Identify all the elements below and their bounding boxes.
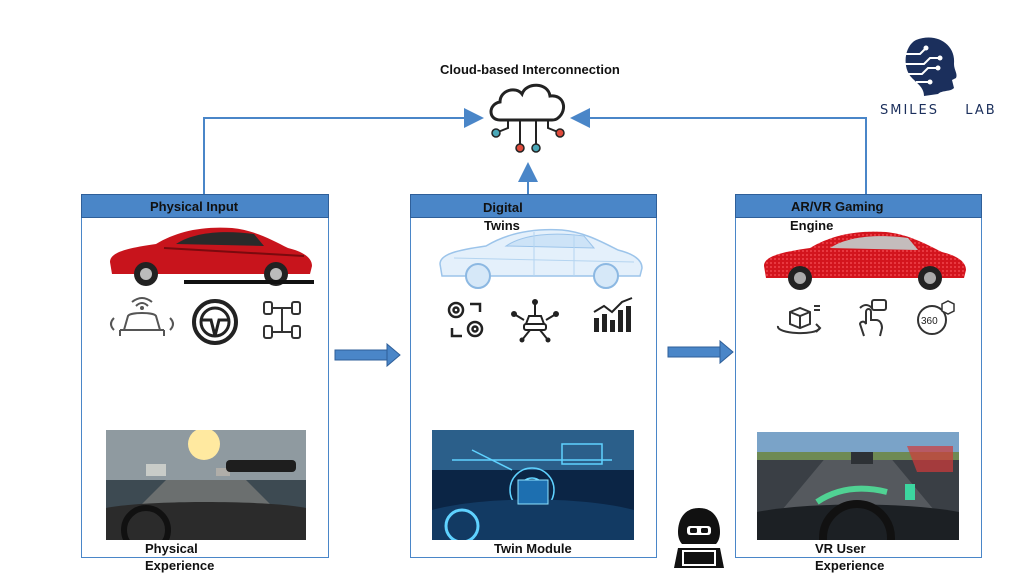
- gear-sync-icon: [447, 301, 484, 338]
- panel-title-line-2: Twins: [484, 218, 520, 233]
- panel-title-line-1: AR/VR Gaming: [791, 199, 884, 214]
- arrow-physical-to-cloud: [203, 108, 484, 194]
- arrow-engine-to-cloud: [570, 108, 867, 194]
- logo-word-2: LAB: [965, 103, 997, 118]
- svg-text:360: 360: [921, 316, 938, 327]
- touch-hand-icon: [858, 299, 887, 337]
- 3d-rotate-icon: [777, 305, 822, 334]
- dashboard-driving-photo: [106, 430, 306, 540]
- car-sensor-icon: [110, 297, 174, 336]
- caption-line-1: VR User: [815, 541, 866, 556]
- blue-wireframe-car: [439, 228, 643, 289]
- caption-line-2: Experience: [815, 558, 885, 573]
- hacker-icon: [674, 508, 724, 568]
- caption-line-1: Physical: [145, 541, 198, 556]
- steering-wheel-icon: [192, 299, 238, 345]
- pixelated-red-car: [764, 231, 966, 290]
- panel-header: Digital: [410, 194, 657, 218]
- bar-chart-icon: [593, 297, 633, 332]
- panel-header: Physical Input: [81, 194, 329, 218]
- logo-text: SMILES LAB: [880, 103, 997, 118]
- caption-twin-module: Twin Module: [494, 541, 572, 556]
- cloud-network-icon: [489, 83, 566, 153]
- caption-line-2: Experience: [145, 558, 215, 573]
- caption-physical-experience: Physical Experience: [145, 540, 214, 574]
- ar-hud-driving-photo: [757, 432, 959, 540]
- chassis-axle-icon: [263, 301, 301, 339]
- cloud-title: Cloud-based Interconnection: [440, 62, 620, 77]
- caption-vr-user-experience: VR User Experience: [815, 540, 884, 574]
- panel-title-line-1: Digital: [483, 200, 523, 215]
- flow-arrow-2: [667, 339, 734, 365]
- brain-circuit-head-icon: [904, 37, 957, 96]
- connected-car-icon: [511, 299, 559, 343]
- panel-header: AR/VR Gaming: [735, 194, 982, 218]
- panel-title-line-2: Engine: [790, 218, 834, 233]
- flow-arrow-1: [334, 342, 401, 368]
- logo-word-1: SMILES: [880, 103, 940, 118]
- panel-title: Physical Input: [150, 199, 239, 214]
- red-sedan-photo: [110, 227, 314, 286]
- 360-view-icon: 360: [917, 300, 955, 335]
- futuristic-cockpit-photo: [432, 430, 634, 540]
